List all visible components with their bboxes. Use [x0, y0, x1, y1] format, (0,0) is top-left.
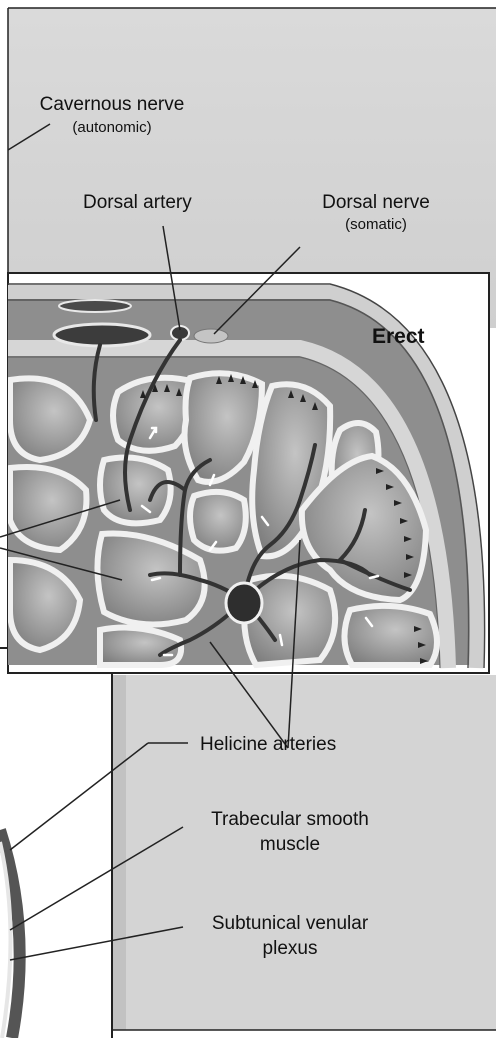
deep-dorsal-vein — [54, 324, 150, 346]
label-dorsal-nerve: Dorsal nerve — [296, 192, 456, 214]
label-cavernous-nerve-note: (autonomic) — [24, 119, 200, 137]
label-trabecular-muscle-line2: muscle — [180, 834, 400, 856]
label-helicine-arteries: Helicine arteries — [200, 734, 336, 756]
sinusoid — [100, 628, 181, 665]
sinusoid — [10, 467, 86, 550]
dorsal-nerve-vessel — [194, 329, 228, 343]
label-dorsal-artery: Dorsal artery — [83, 192, 192, 214]
sinusoid — [190, 492, 246, 551]
sinusoid — [344, 606, 437, 665]
right-gray-strip — [112, 675, 126, 1030]
label-dorsal-nerve-note: (somatic) — [296, 216, 456, 234]
panel-label-erect: Erect — [372, 326, 425, 348]
dorsal-vein — [59, 300, 131, 312]
label-subtunical-plexus-line2: plexus — [180, 938, 400, 960]
central-artery — [226, 583, 262, 623]
label-subtunical-plexus-line1: Subtunical venular — [180, 913, 400, 935]
label-cavernous-nerve: Cavernous nerve — [24, 94, 200, 116]
sinusoid — [100, 458, 171, 524]
label-trabecular-muscle-line1: Trabecular smooth — [180, 809, 400, 831]
